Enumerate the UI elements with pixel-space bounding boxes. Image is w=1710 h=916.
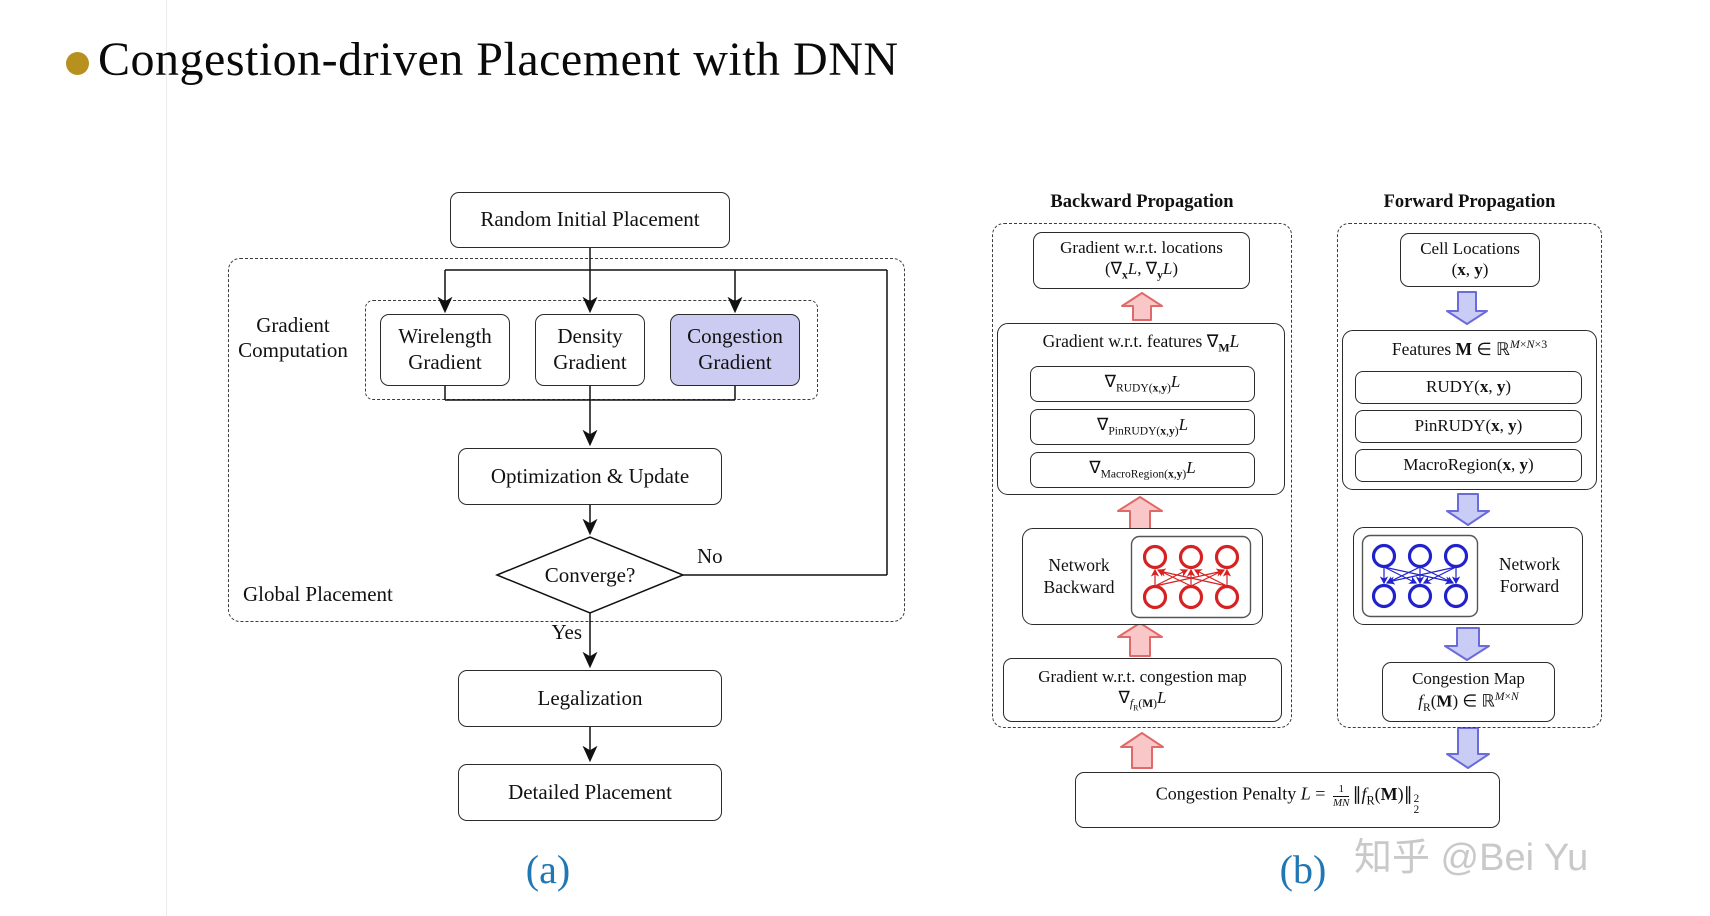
node-congestion-gradient: Congestion Gradient	[670, 314, 800, 386]
backward-propagation-group	[992, 223, 1292, 728]
caption-a: (a)	[525, 847, 571, 892]
cell-locations-math: (x, y)	[1451, 260, 1489, 279]
gradient-locations-math: (∇xL, ∇yL)	[1104, 259, 1179, 282]
node-grad-rudy: ∇RUDY(x,y)L	[1030, 366, 1255, 402]
no-branch-label: No	[697, 544, 723, 568]
title-bullet-icon	[66, 52, 89, 75]
node-cell-locations: Cell Locations (x, y)	[1400, 233, 1540, 287]
pink-up-arrow-4	[1120, 732, 1164, 769]
node-random-initial-placement: Random Initial Placement	[450, 192, 730, 248]
node-density-gradient: Density Gradient	[535, 314, 645, 386]
node-grad-macroregion: ∇MacroRegion(x,y)L	[1030, 452, 1255, 488]
gradient-congmap-math: ∇fR(M)L	[1118, 687, 1167, 713]
node-detailed-placement: Detailed Placement	[458, 764, 722, 821]
yes-branch-label: Yes	[551, 620, 582, 644]
slide-margin-line	[166, 0, 167, 916]
node-gradient-wrt-congestion-map: Gradient w.r.t. congestion map ∇fR(M)L	[1003, 658, 1282, 722]
global-placement-group	[228, 258, 905, 622]
node-feat-pinrudy: PinRUDY(x, y)	[1355, 410, 1582, 443]
network-backward-label: Network Backward	[1043, 554, 1115, 597]
backward-propagation-title: Backward Propagation	[1050, 192, 1234, 212]
node-legalization: Legalization	[458, 670, 722, 727]
node-grad-pinrudy: ∇PinRUDY(x,y)L	[1030, 409, 1255, 445]
node-gradient-wrt-locations: Gradient w.r.t. locations (∇xL, ∇yL)	[1033, 232, 1250, 289]
node-optimization-update: Optimization & Update	[458, 448, 722, 505]
gradient-features-title: Gradient w.r.t. features ∇ML	[1042, 331, 1240, 355]
node-congestion-map: Congestion Map fR(M) ∈ ℝM×N	[1382, 662, 1555, 722]
congestion-map-math: fR(M) ∈ ℝM×N	[1418, 689, 1519, 714]
features-title: Features M ∈ ℝM×N×3	[1391, 337, 1548, 359]
node-converge-label: Converge?	[544, 562, 636, 587]
node-network-forward: Network Forward	[1353, 527, 1583, 625]
network-forward-label: Network Forward	[1498, 554, 1561, 596]
node-wirelength-gradient: Wirelength Gradient	[380, 314, 510, 386]
backward-network-graphic	[1130, 535, 1252, 618]
watermark: 知乎 @Bei Yu	[1354, 837, 1589, 879]
forward-propagation-title: Forward Propagation	[1383, 192, 1556, 212]
gradient-computation-label: Gradient Computation	[238, 313, 348, 363]
node-feat-rudy: RUDY(x, y)	[1355, 371, 1582, 404]
node-network-backward: Network Backward	[1022, 528, 1263, 625]
forward-network-graphic	[1361, 534, 1478, 618]
caption-b: (b)	[1279, 847, 1327, 892]
global-placement-label: Global Placement	[243, 582, 393, 606]
page-title: Congestion-driven Placement with DNN	[98, 33, 899, 86]
node-feat-macroregion: MacroRegion(x, y)	[1355, 449, 1582, 482]
blue-down-arrow-4	[1446, 727, 1490, 769]
